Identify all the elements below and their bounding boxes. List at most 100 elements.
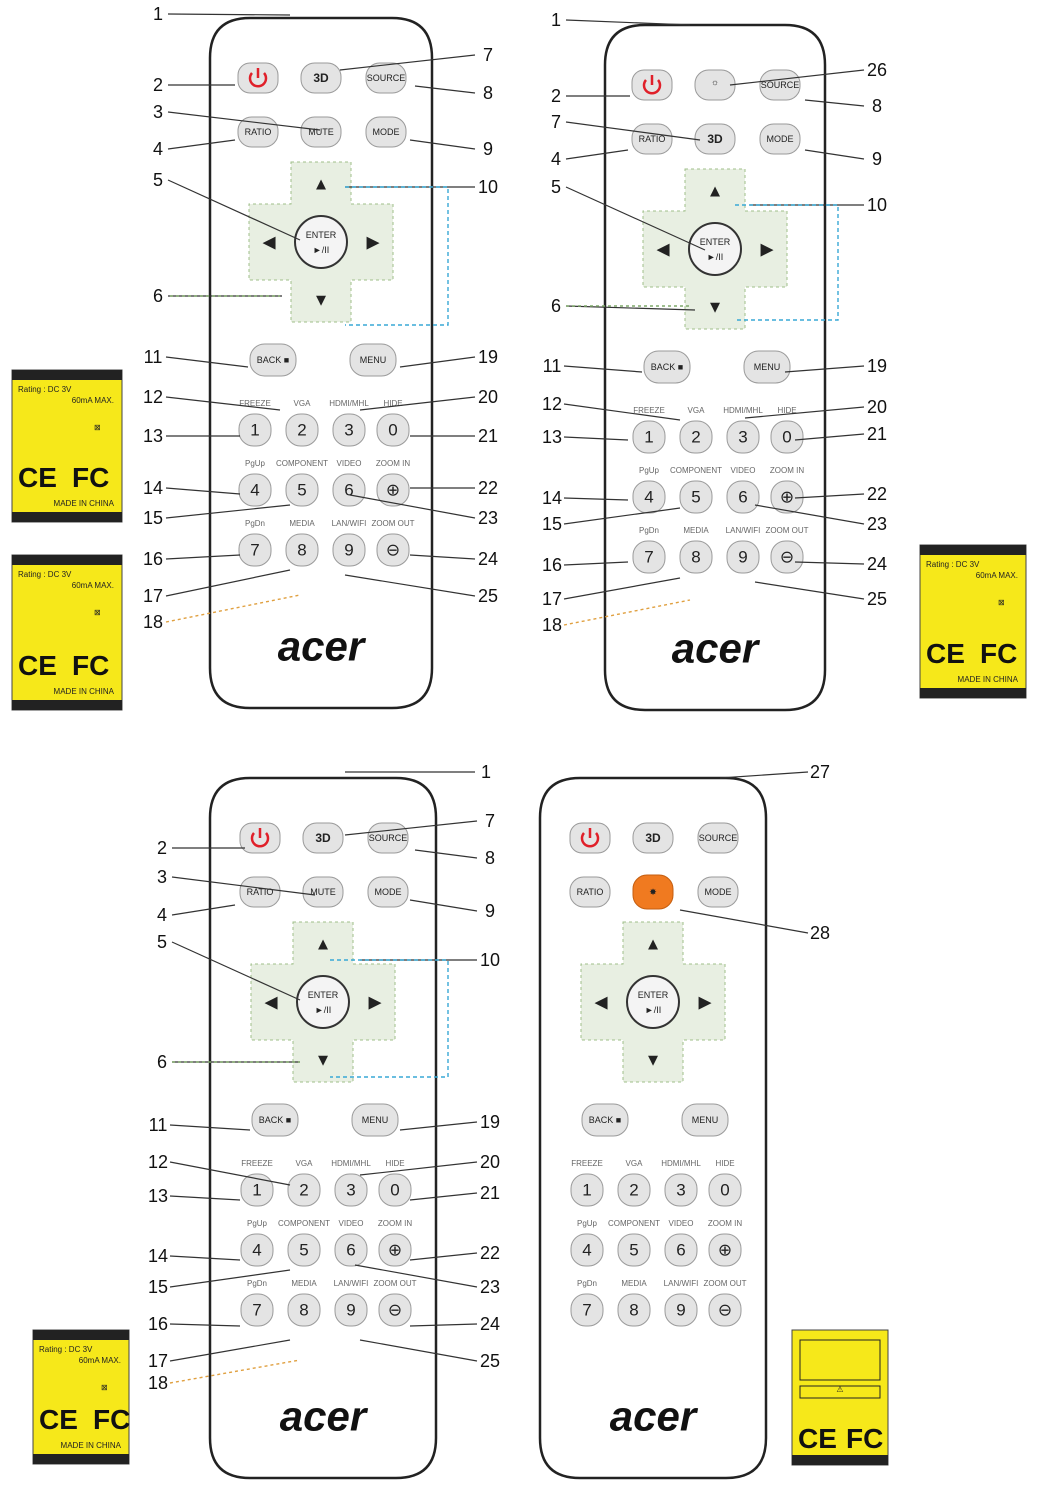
digit-button-label: 6 (346, 1241, 355, 1260)
digit-button (287, 1293, 321, 1327)
source-button-label: SOURCE (699, 833, 738, 843)
leader-line (563, 436, 629, 441)
callout-number: 4 (551, 149, 561, 169)
key-label: ZOOM OUT (373, 1279, 416, 1288)
callout-number: 12 (542, 394, 562, 414)
leader-line (169, 1161, 291, 1186)
enter-button (294, 215, 348, 269)
callout-number: 11 (149, 1115, 168, 1135)
fc-mark: FC (980, 638, 1017, 669)
menu-button (349, 343, 397, 377)
digit-button-label: 2 (691, 428, 700, 447)
key-label: VIDEO (669, 1219, 694, 1228)
leader-line (339, 54, 476, 71)
enter-button (688, 222, 742, 276)
source-button-label: SOURCE (367, 73, 406, 83)
right-arrow-icon: ▶ (366, 233, 380, 252)
leader-line (354, 1264, 478, 1288)
leader-line (804, 149, 865, 160)
label-bottom-bar (792, 1455, 888, 1465)
digit-button (708, 1173, 742, 1207)
key-label: LAN/WIFI (664, 1279, 699, 1288)
brand-logo: acer (672, 625, 761, 672)
remote-body (208, 16, 434, 710)
digit-button-label: 5 (629, 1241, 638, 1260)
weee-icon: ⊠ (101, 1383, 108, 1392)
leader-line (409, 554, 476, 560)
callout-number: 26 (867, 60, 887, 80)
callout-number: 23 (478, 508, 498, 528)
leader-line (169, 1359, 301, 1384)
keystone-down-icon: ▼ (315, 1051, 332, 1070)
label-bottom-bar (12, 512, 122, 522)
enter-sub-label: ►/II (645, 1005, 661, 1015)
key-label: LAN/WIFI (332, 519, 367, 528)
callout-number: 7 (551, 112, 561, 132)
zoom-in-icon: ⊕ (718, 1241, 732, 1260)
leader-line (794, 493, 865, 499)
label-card (11, 554, 123, 711)
key-label: PgUp (245, 459, 266, 468)
leader-line (794, 433, 865, 441)
leader-line (409, 1252, 478, 1261)
key-label: PgUp (577, 1219, 598, 1228)
digit-button (632, 420, 666, 454)
leader-line (804, 99, 865, 107)
digit-button (632, 480, 666, 514)
callout-number: 4 (153, 139, 163, 159)
digit-button-label: 4 (250, 481, 259, 500)
key-label: PgUp (639, 466, 660, 475)
digit-button (332, 533, 366, 567)
leader-line (169, 1339, 291, 1362)
right-arrow-icon: ▶ (760, 240, 774, 259)
ce-mark: CE (39, 1404, 78, 1435)
digit-button-label: 5 (299, 1241, 308, 1260)
zoom-in-button (708, 1233, 742, 1267)
back-button (581, 1103, 629, 1137)
zoom-out-button (770, 540, 804, 574)
key-label: ZOOM IN (376, 459, 410, 468)
digit-button-label: 9 (738, 548, 747, 567)
mode-button-label: MODE (375, 887, 402, 897)
callout-number: 1 (481, 762, 491, 782)
made-in: MADE IN CHINA (54, 687, 115, 696)
rating-line2: 60mA MAX. (79, 1356, 121, 1365)
back-button-label: BACK ■ (259, 1115, 291, 1125)
leader-line (414, 85, 476, 94)
leader-line (409, 899, 478, 912)
digit-button (238, 413, 272, 447)
digit-button (679, 540, 713, 574)
ratio-button-label: RATIO (639, 134, 666, 144)
keystone-down-icon: ▼ (707, 298, 724, 317)
fc-mark: FC (72, 462, 109, 493)
digit-button-label: 3 (344, 421, 353, 440)
callout-number: 5 (157, 932, 167, 952)
digit-button-label: 3 (346, 1181, 355, 1200)
digit-button (287, 1233, 321, 1267)
digit-button-label: 3 (676, 1181, 685, 1200)
callout-number: 10 (867, 195, 887, 215)
callout-number: 3 (157, 867, 167, 887)
callout-number: 22 (478, 478, 498, 498)
key-label: COMPONENT (276, 459, 328, 468)
digit-button-label: 8 (691, 548, 700, 567)
callout-number: 1 (153, 4, 163, 24)
leader-line (169, 1195, 241, 1201)
keystone-down-icon: ▼ (645, 1051, 662, 1070)
zoom-in-icon: ⊕ (386, 481, 400, 500)
ratio-button (569, 876, 611, 908)
keystone-up-icon: ▲ (313, 175, 330, 194)
menu-button (351, 1103, 399, 1137)
warning-box (799, 1385, 881, 1399)
3d-button (302, 822, 344, 854)
zoom-out-button (708, 1293, 742, 1327)
digit-button (726, 420, 760, 454)
callout-number: 11 (144, 347, 163, 367)
digit-button-label: 8 (299, 1301, 308, 1320)
callout-number: 18 (143, 612, 163, 632)
key-label: HDMI/MHL (723, 406, 763, 415)
callout-number: 15 (542, 514, 562, 534)
key-label: ZOOM OUT (371, 519, 414, 528)
digit-button (770, 420, 804, 454)
callout-number: 25 (867, 589, 887, 609)
